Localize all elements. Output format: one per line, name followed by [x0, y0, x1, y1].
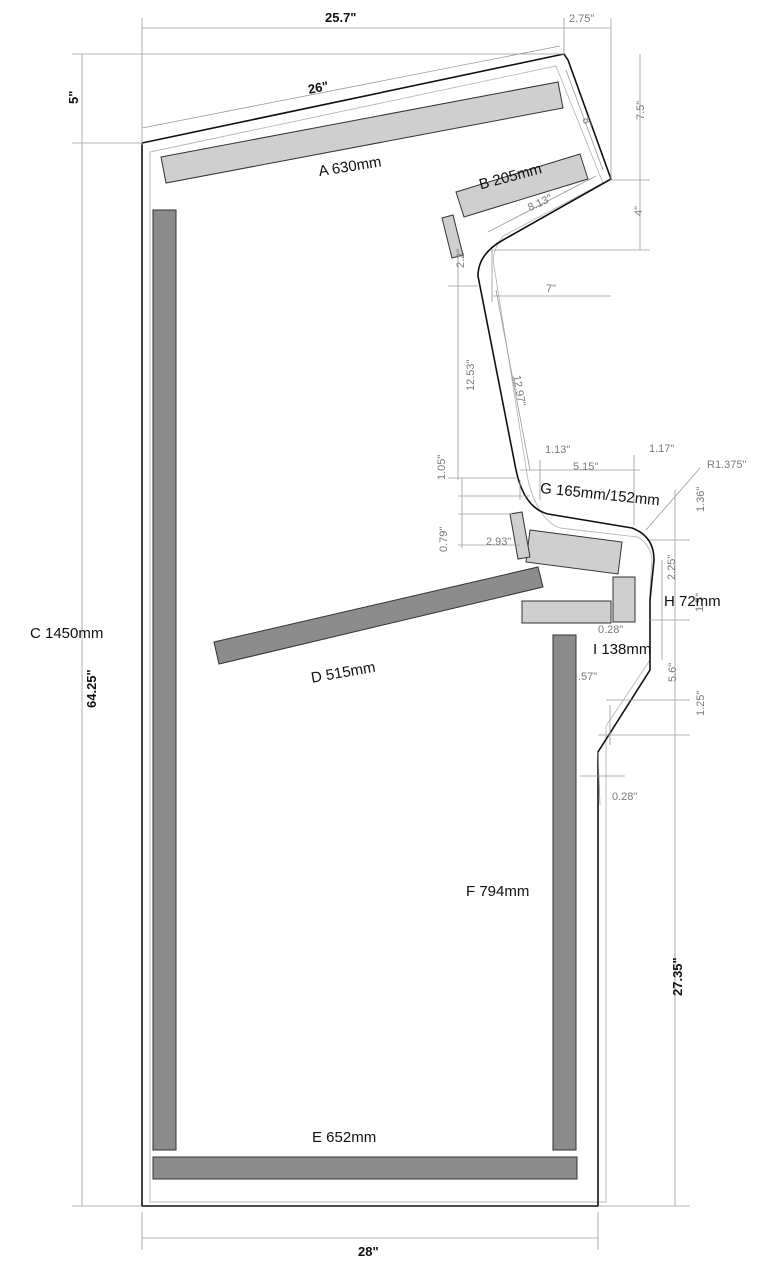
- dim-panel-width: 5.15": [573, 461, 598, 473]
- dim-radius: R1.375": [707, 459, 746, 471]
- inner-offset-outline: [149, 65, 653, 1203]
- dim-small-1-5: 1.5": [694, 593, 706, 612]
- dim-small-2-93: 2.93": [486, 536, 511, 548]
- dim-base-width: 28": [358, 1244, 379, 1259]
- label-panel-c: C 1450mm: [30, 625, 103, 642]
- dim-bezel-slant: 8": [580, 116, 595, 130]
- dim-upper-height: 7.5": [635, 101, 647, 120]
- label-panel-a: A 630mm: [317, 153, 382, 180]
- panel-g-stop: [509, 511, 531, 560]
- dim-small-2-2: 2.2": [455, 249, 467, 268]
- panel-a: [160, 81, 564, 184]
- dim-screen-vertical: 12.53": [465, 359, 477, 391]
- dim-step-1-17: 1.17": [649, 443, 674, 455]
- dim-top-offset: 2.75": [569, 13, 594, 25]
- dim-small-2-25: 2.25": [666, 555, 678, 580]
- dim-small-1-36: 1.36": [695, 487, 707, 512]
- dim-small-0-79: 0.79": [438, 527, 450, 552]
- label-panel-g: G 165mm/152mm: [539, 480, 660, 509]
- cabinet-outline: [141, 53, 655, 1207]
- dim-marquee-depth: 7": [546, 283, 556, 295]
- dim-upper-gap: 4": [633, 206, 645, 216]
- dim-small-0-28a: 0.28": [598, 624, 623, 636]
- dim-roof-rise: 5": [66, 91, 81, 104]
- dim-screen-slant: 12.97": [510, 374, 527, 407]
- label-panel-i: I 138mm: [593, 641, 651, 658]
- dim-total-height: 64.25": [84, 669, 99, 708]
- panel-c: [152, 209, 177, 1151]
- dim-lower-height: 27.35": [670, 957, 685, 996]
- label-panel-e: E 652mm: [312, 1129, 376, 1146]
- label-panel-f: F 794mm: [466, 883, 529, 900]
- dim-top-width: 25.7": [325, 10, 356, 25]
- dim-roof-length: 26": [307, 78, 330, 97]
- label-panel-h: H 72mm: [664, 593, 721, 610]
- dim-small-0-57: .57": [578, 671, 597, 683]
- panel-f: [552, 634, 577, 1151]
- panel-g: [525, 529, 623, 575]
- panel-e: [152, 1156, 578, 1180]
- dim-small-0-28b: 0.28": [612, 791, 637, 803]
- dim-small-1-25: 1.25": [695, 691, 707, 716]
- panel-b: [455, 153, 589, 218]
- dim-small-1-05: 1.05": [436, 455, 448, 480]
- panel-b-stop: [441, 214, 464, 259]
- panel-d: [213, 566, 544, 665]
- panel-h: [612, 576, 636, 623]
- dim-small-5-6: 5.6": [667, 663, 679, 682]
- dim-step-1-13: 1.13": [545, 444, 570, 456]
- panel-i: [521, 600, 612, 624]
- label-panel-d: D 515mm: [310, 659, 377, 687]
